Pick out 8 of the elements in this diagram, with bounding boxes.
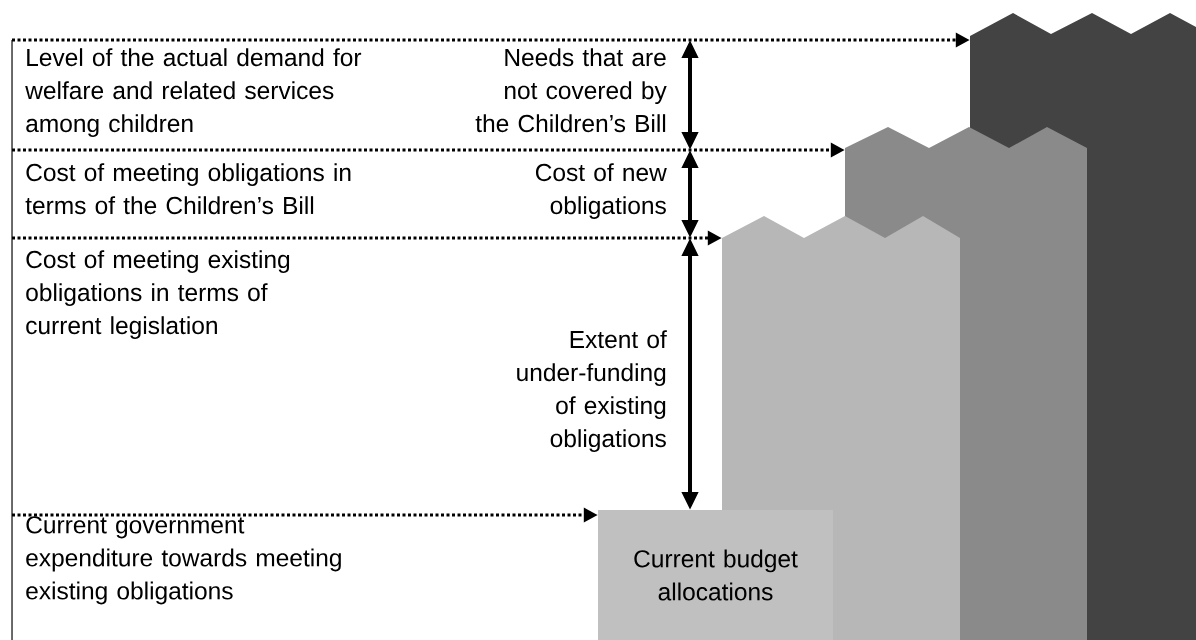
budget-box: Current budget allocations xyxy=(598,510,833,640)
row-label: Level of the actual demand for welfare and related services among children xyxy=(25,48,362,138)
row-label: Cost of meeting obligations in terms of the Children’s Bill xyxy=(25,163,351,215)
row-label: Current government expenditure towards meeting existing obligations xyxy=(26,516,341,605)
dimension-label: Extent of under-funding of existing obligations xyxy=(517,330,667,452)
dimension-label: Needs that are not covered by the Children’s Bill xyxy=(475,48,667,133)
row-label: Cost of meeting existing obligations in terms of current legislation xyxy=(26,250,290,340)
dimension-label: Cost of new obligations xyxy=(535,163,667,219)
